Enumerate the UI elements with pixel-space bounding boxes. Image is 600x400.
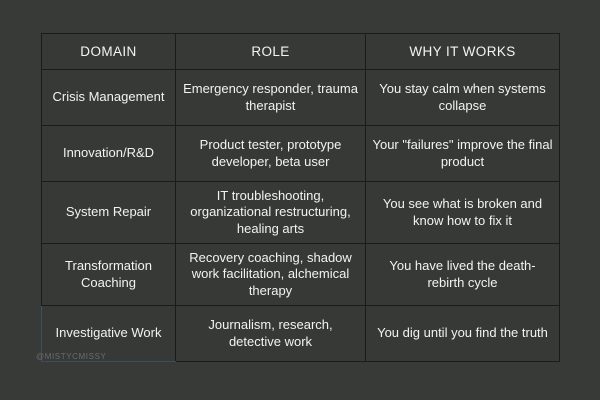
cell-domain: System Repair: [41, 181, 176, 244]
column-header-domain: DOMAIN: [41, 33, 176, 70]
cell-role: Journalism, research, detective work: [175, 305, 366, 362]
cell-role: Recovery coaching, shadow work facilitat…: [175, 243, 366, 306]
table-row: Transformation Coaching Recovery coachin…: [41, 243, 560, 306]
domain-role-table-container: DOMAIN ROLE WHY IT WORKS Crisis Manageme…: [41, 33, 560, 362]
cell-domain: Crisis Management: [41, 69, 176, 126]
table-header-row: DOMAIN ROLE WHY IT WORKS: [41, 33, 560, 70]
cell-domain: Transformation Coaching: [41, 243, 176, 306]
table-row: Crisis Management Emergency responder, t…: [41, 69, 560, 126]
column-header-why-it-works: WHY IT WORKS: [365, 33, 560, 70]
table-body: Crisis Management Emergency responder, t…: [41, 69, 560, 362]
table-header: DOMAIN ROLE WHY IT WORKS: [41, 33, 560, 70]
watermark-handle: @MISTYCMISSY: [36, 352, 107, 361]
cell-role: Product tester, prototype developer, bet…: [175, 125, 366, 182]
cell-role: Emergency responder, trauma therapist: [175, 69, 366, 126]
cell-why: Your "failures" improve the final produc…: [365, 125, 560, 182]
cell-why: You see what is broken and know how to f…: [365, 181, 560, 244]
cell-why: You stay calm when systems collapse: [365, 69, 560, 126]
table-row: System Repair IT troubleshooting, organi…: [41, 181, 560, 244]
cell-domain: Innovation/R&D: [41, 125, 176, 182]
table-row: Innovation/R&D Product tester, prototype…: [41, 125, 560, 182]
cell-why: You have lived the death-rebirth cycle: [365, 243, 560, 306]
cell-why: You dig until you find the truth: [365, 305, 560, 362]
cell-role: IT troubleshooting, organizational restr…: [175, 181, 366, 244]
cell-domain: Investigative Work: [41, 305, 176, 362]
column-header-role: ROLE: [175, 33, 366, 70]
domain-role-matrix-table: DOMAIN ROLE WHY IT WORKS Crisis Manageme…: [41, 33, 560, 362]
table-row: Investigative Work Journalism, research,…: [41, 305, 560, 362]
